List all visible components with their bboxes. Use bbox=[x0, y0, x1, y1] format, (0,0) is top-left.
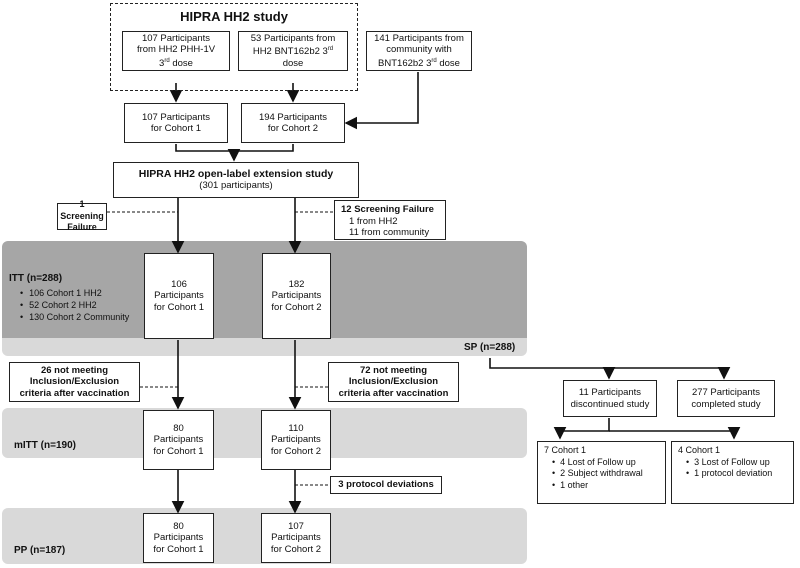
hh2-bnt-line3: dose bbox=[282, 57, 304, 69]
pp-cohort1-line3: for Cohort 1 bbox=[153, 543, 204, 555]
mitt-cohort2-box: 110 Participants for Cohort 2 bbox=[261, 410, 331, 470]
excl2-line1: 72 not meeting bbox=[359, 364, 428, 376]
hh2-phh-line1: 107 Participants bbox=[141, 32, 211, 44]
pp-label: PP (n=187) bbox=[14, 545, 66, 556]
sp-label: SP (n=288) bbox=[464, 342, 516, 353]
discontinued-line2: discontinued study bbox=[570, 398, 650, 410]
discontinued-line1: 11 Participants bbox=[578, 387, 642, 398]
disc7-title: 7 Cohort 1 bbox=[544, 445, 587, 455]
excl1-line1: 26 not meeting bbox=[40, 364, 109, 376]
pp-cohort1-count: 80 bbox=[173, 520, 184, 532]
protocol-deviations-box: 3 protocol deviations bbox=[330, 476, 442, 494]
disc4-bullets: 3 Lost of Follow up 1 protocol deviation bbox=[678, 457, 772, 480]
mitt-cohort2-count: 110 bbox=[288, 422, 304, 434]
excl1-line2: Inclusion/Exclusion bbox=[29, 376, 120, 388]
hh2-phh-line3: 3rd dose bbox=[159, 57, 193, 69]
disc4-bullet-1: 3 Lost of Follow up bbox=[686, 457, 772, 469]
community-box: 141 Participants from community with BNT… bbox=[366, 31, 472, 71]
pp-cohort2-line2: Participants bbox=[271, 532, 321, 544]
hh2-bnt-line1: 53 Participants from bbox=[250, 32, 336, 44]
pp-cohort2-line3: for Cohort 2 bbox=[270, 543, 322, 555]
itt-cohort1-box: 106 Participants for Cohort 1 bbox=[144, 253, 214, 339]
hh2-phh-line2: from HH2 PHH-1V bbox=[136, 44, 216, 56]
mitt-label: mITT (n=190) bbox=[14, 440, 76, 451]
mitt-cohort2-line3: for Cohort 2 bbox=[270, 445, 322, 457]
itt-label: ITT (n=288) bbox=[9, 273, 63, 284]
community-line3: BNT162b2 3rd dose bbox=[378, 57, 460, 69]
extension-study-subtitle: (301 participants) bbox=[199, 180, 273, 191]
cohort1-initial-line1: 107 Participants bbox=[141, 111, 211, 123]
extension-study-box: HIPRA HH2 open-label extension study (30… bbox=[113, 162, 359, 198]
disc7-bullet-1: 4 Lost of Follow up bbox=[552, 457, 643, 469]
excl2-line2: Inclusion/Exclusion bbox=[348, 376, 439, 388]
cohort2-initial-line1: 194 Participants bbox=[258, 111, 328, 123]
completed-box: 277 Participants completed study bbox=[677, 380, 775, 417]
itt-cohort1-line3: for Cohort 1 bbox=[153, 301, 205, 313]
disc4-bullet-2: 1 protocol deviation bbox=[686, 468, 772, 480]
screening1-line2: Failure bbox=[67, 222, 97, 233]
itt-cohort2-line3: for Cohort 2 bbox=[271, 301, 322, 313]
pp-cohort2-count: 107 bbox=[288, 520, 304, 532]
community-line2: community with bbox=[386, 44, 452, 56]
itt-cohort1-line2: Participants bbox=[154, 290, 204, 302]
mitt-cohort2-line2: Participants bbox=[271, 434, 321, 446]
hh2-bnt-line2: HH2 BNT162b2 3rd bbox=[252, 46, 334, 58]
pp-cohort2-box: 107 Participants for Cohort 2 bbox=[261, 513, 331, 563]
screening-failure-2-box: 12 Screening Failure 1 from HH2 11 from … bbox=[334, 200, 446, 240]
itt-bullet-2: 52 Cohort 2 HH2 bbox=[20, 299, 129, 311]
mitt-cohort1-line3: for Cohort 1 bbox=[153, 445, 204, 457]
pp-cohort1-line2: Participants bbox=[153, 532, 204, 544]
cohort1-initial-box: 107 Participants for Cohort 1 bbox=[124, 103, 228, 143]
community-line1: 141 Participants from bbox=[374, 32, 464, 44]
itt-bullet-1: 106 Cohort 1 HH2 bbox=[20, 287, 129, 299]
itt-cohort2-box: 182 Participants for Cohort 2 bbox=[262, 253, 331, 339]
exclusion-2-box: 72 not meeting Inclusion/Exclusion crite… bbox=[328, 362, 459, 402]
hh2-bnt-box: 53 Participants from HH2 BNT162b2 3rd do… bbox=[238, 31, 348, 71]
screening2-line1: 1 from HH2 bbox=[349, 215, 398, 227]
extension-study-title: HIPRA HH2 open-label extension study bbox=[138, 167, 334, 180]
exclusion-1-box: 26 not meeting Inclusion/Exclusion crite… bbox=[9, 362, 140, 402]
discontinued-cohort-4-box: 4 Cohort 1 3 Lost of Follow up 1 protoco… bbox=[671, 441, 794, 504]
sp-band bbox=[2, 338, 527, 356]
itt-bullets: 106 Cohort 1 HH2 52 Cohort 2 HH2 130 Coh… bbox=[20, 287, 129, 323]
excl1-line3: criteria after vaccination bbox=[19, 387, 130, 399]
mitt-cohort1-box: 80 Participants for Cohort 1 bbox=[143, 410, 214, 470]
screening2-line2: 11 from community bbox=[349, 227, 430, 238]
cohort2-initial-box: 194 Participants for Cohort 2 bbox=[241, 103, 345, 143]
itt-cohort2-count: 182 bbox=[288, 278, 305, 290]
mitt-cohort1-line2: Participants bbox=[153, 434, 204, 446]
disc7-bullet-2: 2 Subject withdrawal bbox=[552, 468, 643, 480]
disc4-title: 4 Cohort 1 bbox=[678, 445, 721, 455]
cohort2-initial-line2: for Cohort 2 bbox=[267, 123, 319, 134]
discontinued-cohort-7-box: 7 Cohort 1 4 Lost of Follow up 2 Subject… bbox=[537, 441, 666, 504]
hh2-study-title: HIPRA HH2 study bbox=[180, 9, 288, 24]
cohort1-initial-line2: for Cohort 1 bbox=[150, 123, 202, 134]
screening-failure-1-box: 1 Screening Failure bbox=[57, 199, 107, 232]
pp-cohort1-box: 80 Participants for Cohort 1 bbox=[143, 513, 214, 563]
screening2-title: 12 Screening Failure bbox=[341, 204, 434, 215]
completed-line1: 277 Participants bbox=[691, 387, 761, 398]
hh2-study-group bbox=[110, 3, 358, 91]
itt-bullet-3: 130 Cohort 2 Community bbox=[20, 311, 129, 323]
itt-cohort1-count: 106 bbox=[171, 278, 187, 290]
disc7-bullets: 4 Lost of Follow up 2 Subject withdrawal… bbox=[544, 457, 643, 492]
protocol-deviations-text: 3 protocol deviations bbox=[338, 479, 434, 491]
discontinued-box: 11 Participants discontinued study bbox=[563, 380, 657, 417]
hh2-phh-box: 107 Participants from HH2 PHH-1V 3rd dos… bbox=[122, 31, 230, 71]
disc7-bullet-3: 1 other bbox=[552, 480, 643, 492]
screening1-line1: 1 Screening bbox=[60, 199, 104, 221]
completed-line2: completed study bbox=[691, 398, 761, 410]
mitt-cohort1-count: 80 bbox=[173, 422, 184, 434]
itt-cohort2-line2: Participants bbox=[271, 290, 322, 302]
excl2-line3: criteria after vaccination bbox=[338, 387, 449, 399]
